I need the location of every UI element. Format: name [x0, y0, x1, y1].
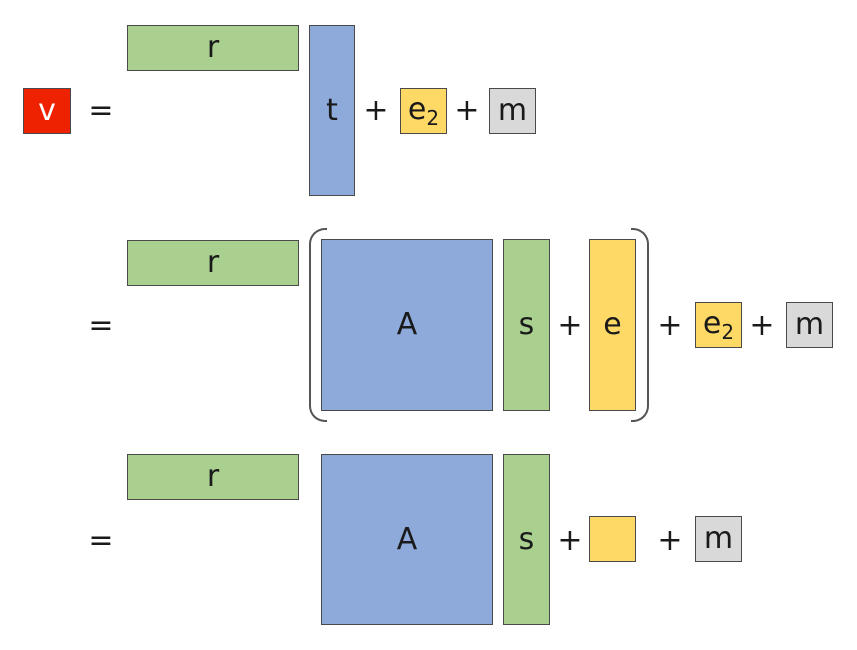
t-label: t — [326, 92, 338, 128]
error-scalar-box — [589, 516, 636, 562]
m-box-3: m — [695, 516, 742, 562]
m-box-2: m — [786, 302, 833, 348]
m-label-1: m — [497, 93, 528, 128]
A-label-2: A — [396, 521, 418, 557]
plus-sign-1b: + — [454, 93, 480, 128]
s-column-vector-2: s — [503, 454, 550, 625]
e2-label-1: e2 — [407, 91, 440, 130]
e2-base-2: e — [702, 305, 722, 341]
s-column-vector-1: s — [503, 239, 550, 411]
r-row-vector-3: r — [127, 454, 299, 500]
plus-sign-2c: + — [749, 308, 775, 343]
A-matrix-1: A — [321, 239, 493, 411]
e2-box-1: e2 — [400, 88, 447, 134]
e2-subscript-2: 2 — [721, 319, 735, 344]
plus-sign-3b: + — [657, 523, 683, 558]
v-label: v — [38, 93, 56, 128]
A-label-1: A — [396, 307, 418, 342]
s-label-2: s — [518, 521, 535, 557]
plus-sign-1a: + — [363, 93, 389, 128]
t-column-vector: t — [309, 25, 355, 196]
r-row-vector-1: r — [127, 25, 299, 71]
m-box-1: m — [489, 88, 536, 134]
right-parenthesis — [631, 228, 649, 422]
equals-sign-2: = — [88, 308, 114, 343]
r-label-3: r — [206, 459, 220, 494]
e2-label-2: e2 — [702, 305, 735, 344]
e2-box-2: e2 — [695, 302, 742, 348]
v-vector-box: v — [23, 88, 71, 134]
plus-sign-2a: + — [557, 308, 583, 343]
e2-base-1: e — [407, 91, 427, 127]
equals-sign-1: = — [88, 93, 114, 128]
plus-sign-2b: + — [657, 308, 683, 343]
r-label-1: r — [206, 30, 220, 65]
m-label-3: m — [703, 521, 734, 556]
m-label-2: m — [794, 307, 825, 342]
equals-sign-3: = — [88, 523, 114, 558]
s-label-1: s — [518, 307, 535, 342]
r-label-2: r — [206, 245, 220, 280]
e-column-vector: e — [589, 239, 636, 411]
plus-sign-3a: + — [557, 523, 583, 558]
e2-subscript-1: 2 — [426, 105, 440, 130]
e-label: e — [603, 307, 622, 342]
r-row-vector-2: r — [127, 240, 299, 286]
A-matrix-2: A — [321, 454, 493, 625]
